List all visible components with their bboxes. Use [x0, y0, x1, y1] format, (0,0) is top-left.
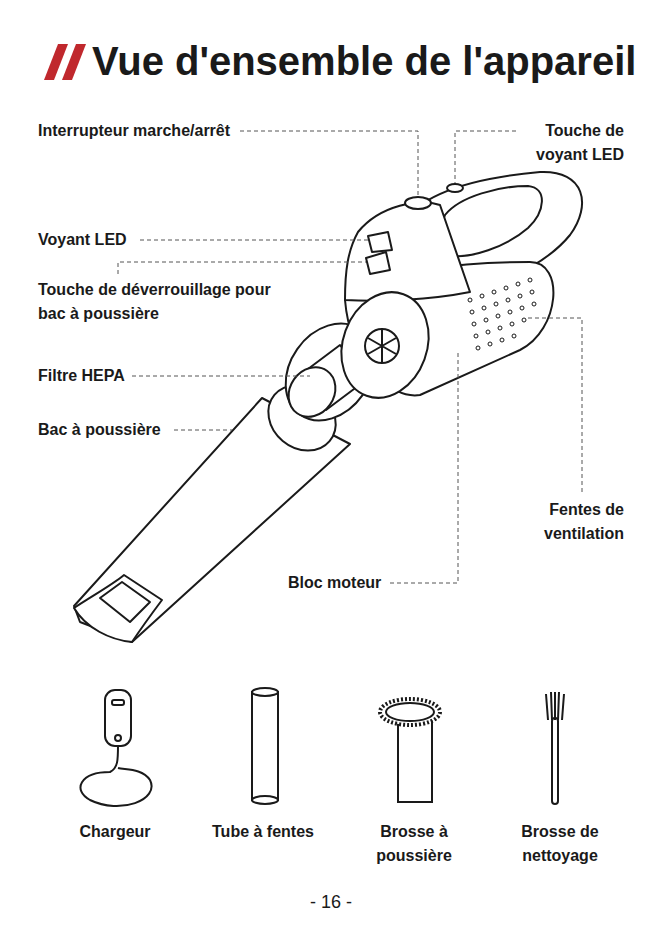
- charger-light: [115, 735, 121, 741]
- page-title: Vue d'ensemble de l'appareil: [92, 38, 636, 84]
- leader-line: [140, 240, 368, 241]
- motor-head: [345, 202, 470, 300]
- crevice-tube-end: [252, 796, 278, 804]
- charger-slot: [112, 700, 124, 705]
- part-label: Touche de voyant LED: [524, 119, 624, 167]
- fan-blades: [368, 330, 396, 362]
- accessory-label: Brosse à poussière: [359, 820, 469, 868]
- dust-brush-tube: [398, 718, 432, 802]
- leader-line: [390, 352, 458, 583]
- charger-cord: [80, 745, 151, 806]
- leader-line: [455, 131, 516, 183]
- power-switch: [405, 197, 431, 209]
- led-light: [368, 232, 392, 252]
- crevice-tube-end: [252, 688, 278, 696]
- page-number: - 16 -: [281, 890, 381, 914]
- accessory-label: Brosse de nettoyage: [505, 820, 615, 868]
- charger: [105, 690, 131, 746]
- part-label: Fentes de ventilation: [524, 498, 624, 546]
- leader-line: [118, 262, 366, 274]
- part-label: Bloc moteur: [288, 571, 388, 595]
- part-label: Voyant LED: [38, 228, 138, 252]
- led-button: [447, 184, 463, 192]
- part-label: Bac à poussière: [38, 418, 172, 442]
- part-label: Interrupteur marche/arrêt: [38, 119, 238, 143]
- leader-line: [174, 430, 232, 431]
- part-label: Touche de déverrouillage pour bac à pous…: [38, 278, 288, 326]
- crevice-tube: [252, 692, 278, 800]
- dust-brush-bristles: [380, 699, 440, 725]
- leader-line: [132, 376, 310, 377]
- accessory-label: Chargeur: [55, 820, 175, 844]
- filter-end: [279, 358, 345, 426]
- title-slash: [62, 44, 86, 80]
- release-button: [366, 252, 390, 274]
- dust-bin-mouth: [74, 575, 162, 642]
- cleaning-brush: [552, 718, 558, 804]
- dust-brush-ring: [386, 703, 434, 721]
- accessory-label: Tube à fentes: [198, 820, 328, 844]
- handle-hole: [440, 186, 541, 256]
- cleaning-brush-bristles: [546, 692, 564, 720]
- fan: [365, 329, 399, 363]
- dust-bin-window: [100, 582, 150, 622]
- part-label: Filtre HEPA: [38, 364, 130, 388]
- motor-front: [327, 280, 443, 410]
- leader-line: [240, 131, 418, 196]
- leader-line: [528, 318, 582, 492]
